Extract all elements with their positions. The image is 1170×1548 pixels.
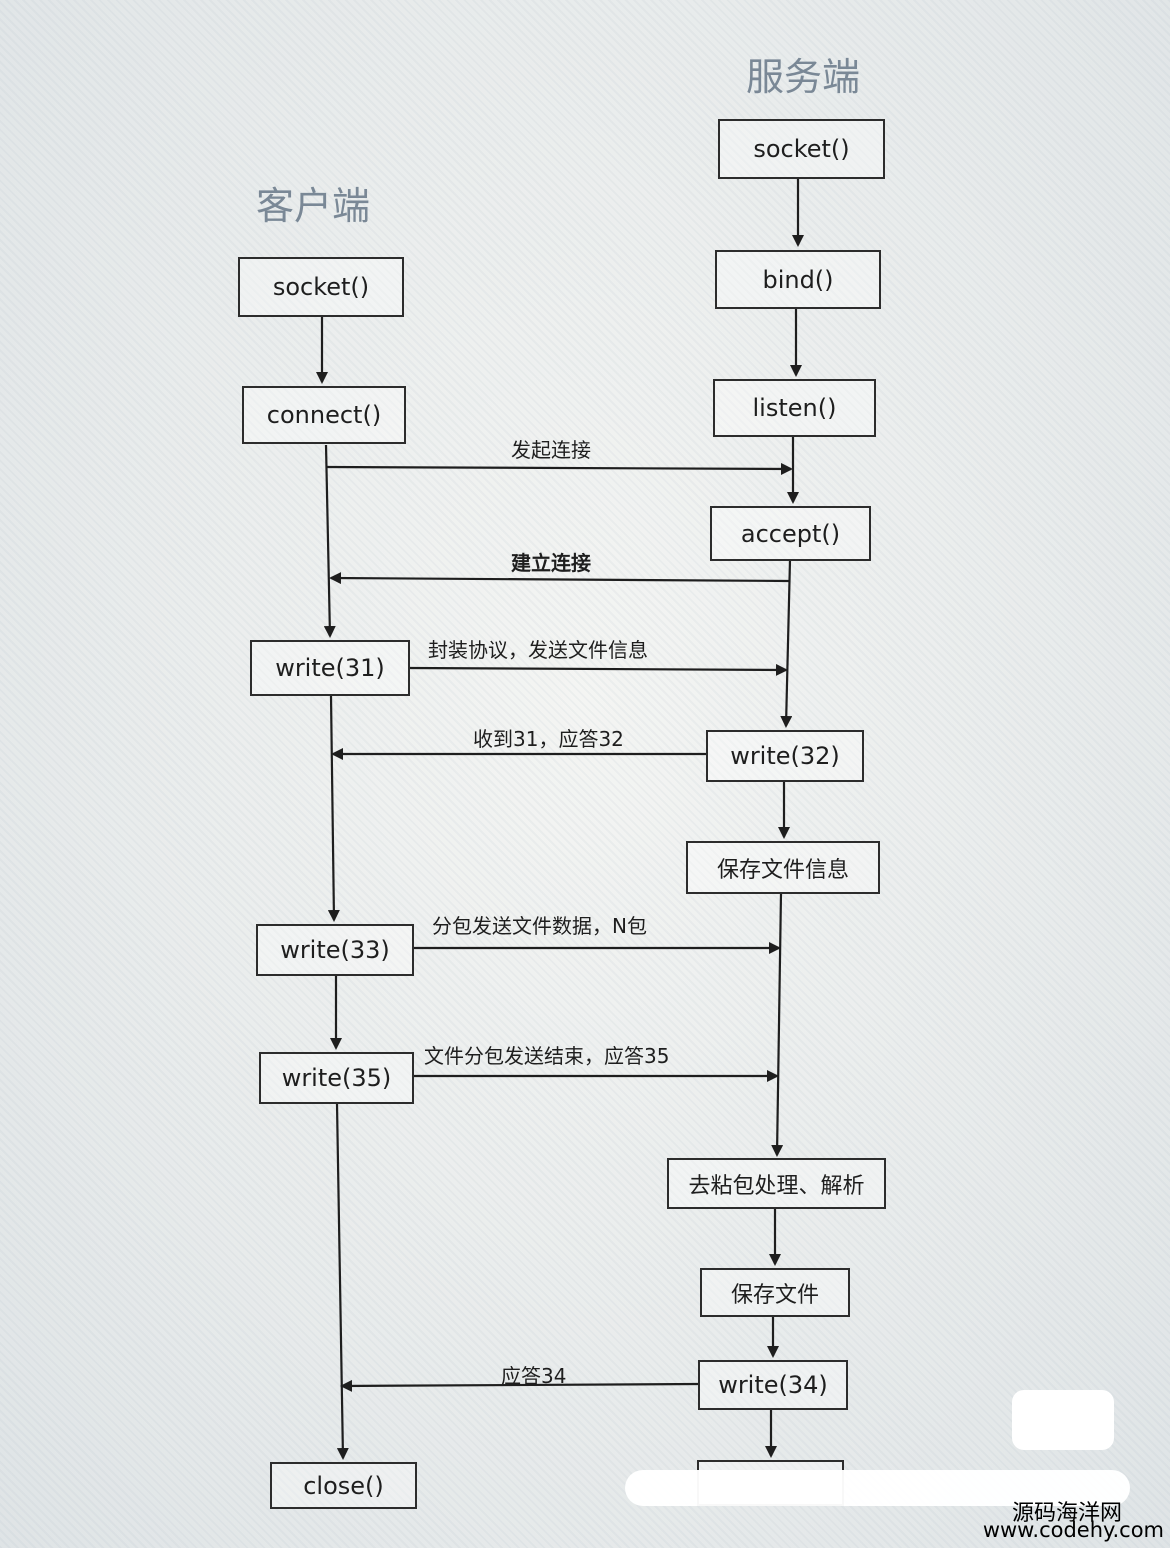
- arrow-m31: [409, 663, 788, 676]
- arrow-m34: [340, 1379, 699, 1392]
- server-unpack-box: 去粘包处理、解析: [667, 1158, 886, 1209]
- client-socket-box: socket(): [238, 257, 404, 317]
- arrow-write31-write33: [327, 695, 340, 922]
- redaction-patch: [1012, 1390, 1114, 1450]
- client-write33-box: write(33): [256, 924, 414, 976]
- client-lane-title: 客户端: [256, 184, 371, 228]
- client-write31-box: write(31): [250, 640, 410, 696]
- server-socket-box: socket(): [718, 119, 885, 179]
- server-write34-box: write(34): [698, 1360, 848, 1410]
- label-m35: 文件分包发送结束，应答35: [424, 1044, 670, 1068]
- arrow-saveinfo-unpack: [771, 892, 784, 1157]
- label-initiate: 发起连接: [511, 438, 591, 462]
- server-listen-box: listen(): [713, 379, 876, 437]
- label-m32: 收到31，应答32: [473, 727, 624, 751]
- arrow-established: [329, 572, 790, 585]
- server-save-info-box: 保存文件信息: [686, 841, 880, 894]
- label-established: 建立连接: [511, 551, 591, 575]
- watermark-url: www.codehy.com: [982, 1518, 1164, 1542]
- client-close-box: close(): [270, 1462, 417, 1509]
- label-m31: 封装协议，发送文件信息: [428, 638, 648, 662]
- label-m33: 分包发送文件数据，N包: [432, 914, 647, 938]
- arrow-connect-write31: [323, 444, 336, 638]
- client-connect-box: connect(): [242, 386, 406, 444]
- redaction-smear: [625, 1470, 1130, 1506]
- client-write35-box: write(35): [259, 1052, 414, 1104]
- arrow-accept-write32: [780, 559, 793, 728]
- watermark-site-name: 源码海洋网: [1011, 1501, 1122, 1526]
- server-save-file-box: 保存文件: [700, 1268, 850, 1317]
- server-write32-box: write(32): [706, 730, 864, 782]
- server-lane-title: 服务端: [746, 55, 861, 99]
- arrow-initiate: [326, 462, 793, 475]
- server-accept-box: accept(): [710, 506, 871, 561]
- arrow-write35-close: [335, 1103, 349, 1460]
- server-bind-box: bind(): [715, 250, 881, 309]
- label-m34: 应答34: [501, 1364, 567, 1388]
